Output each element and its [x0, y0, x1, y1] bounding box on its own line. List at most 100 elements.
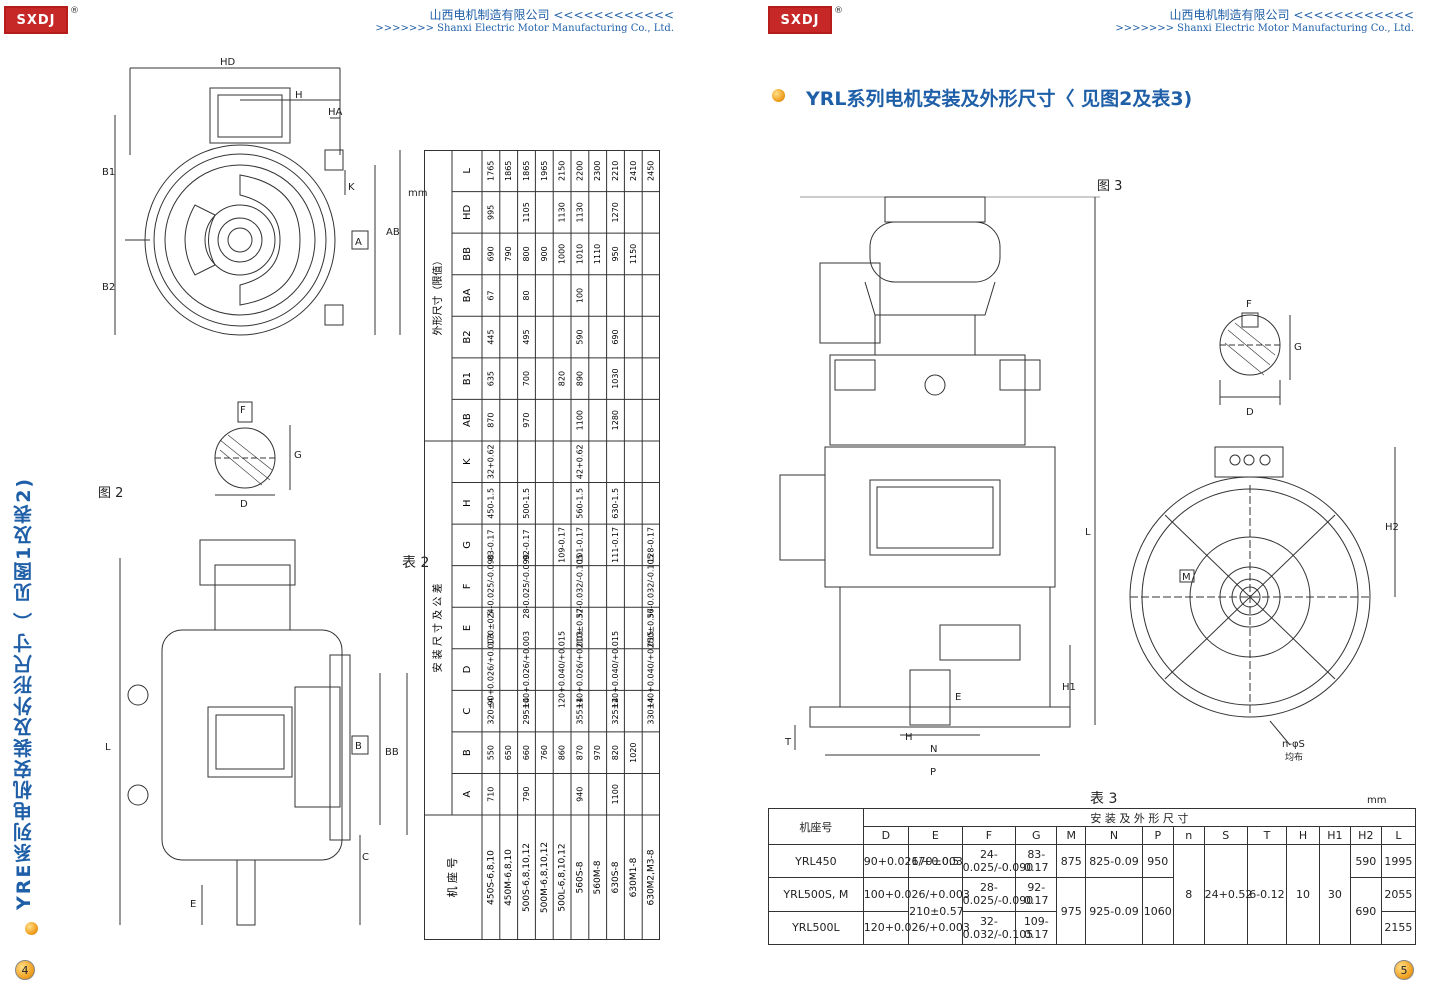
t3-cell: 975 [1056, 877, 1087, 945]
t2-col-header: E [462, 625, 473, 631]
t2-cell: 2300 [593, 161, 602, 181]
t3-col-header: G [1015, 826, 1058, 845]
t2-cell: 970 [593, 745, 602, 760]
t3-cell: 210±0.57 [908, 877, 964, 945]
page-number-right: 5 [1394, 960, 1414, 980]
t2-group-install: 安 装 尺 寸 及 公 差 [431, 583, 444, 672]
t2-cell: 1965 [540, 161, 549, 181]
t3-cell: 28-0.025/-0.090 [961, 877, 1033, 912]
t3-cell: YRL500S, M [768, 877, 864, 912]
yre-motor-drawing: HD H HA K B1 B2 A AB F G D L B BB C E [102, 57, 408, 926]
t2-cell: 1020 [629, 742, 638, 762]
t2-cell: 100 [575, 288, 584, 303]
t3-cell: 32-0.032/-0.105 [961, 910, 1033, 946]
t3-col-header: F [961, 826, 1017, 845]
t2-cell: 1150 [629, 244, 638, 264]
unit-left: mm [408, 188, 428, 199]
header-cn: 山西电机制造有限公司 <<<<<<<<<<<< [429, 8, 674, 22]
t2-cell: 2410 [629, 161, 638, 181]
t2-cell: 500-1.5 [522, 488, 531, 519]
t2-cell: 790 [522, 787, 531, 802]
t3-cell: 825-0.09 [1085, 843, 1143, 879]
t3-cell: 90+0.026/+0.003 [862, 843, 963, 879]
t2-cell: 32-0.032/-0.105 [575, 554, 584, 618]
t3-cell: 30 [1318, 844, 1351, 945]
t3-col-header: L [1380, 826, 1417, 845]
table-title-left: 表 2 [402, 555, 430, 571]
t2-cell: 860 [558, 745, 567, 760]
t2-cell: 700 [522, 371, 531, 386]
t2-cell: 210±0.57 [575, 608, 584, 648]
t3-col-header: T [1246, 826, 1288, 845]
t2-cell: 560M-8 [593, 860, 603, 894]
t3-cell: 875 [1056, 843, 1087, 879]
t2-cell: 450S-6,8,10 [486, 850, 496, 905]
t2-cell: 330±4 [647, 698, 656, 725]
t2-cell: 590 [575, 329, 584, 344]
dim-a: A [355, 237, 362, 248]
dim-h1: H1 [1062, 682, 1076, 693]
t3-col-header: E [908, 826, 963, 845]
t2-col-header: BA [462, 288, 473, 302]
t2-col-header: L [462, 168, 473, 174]
t2-cell: 325±4 [611, 698, 620, 725]
right-page-title: YRL系列电机安装及外形尺寸〈 见图2及表3) [806, 88, 1193, 110]
t3-cell: 925-0.09 [1085, 877, 1143, 945]
t2-col-header: K [462, 458, 473, 465]
registered-mark-right: ® [834, 6, 843, 16]
t2-cell: 250±0.57 [647, 608, 656, 648]
t2-cell: 28-0.025/-0.090 [522, 554, 531, 618]
t2-col-header: B [462, 749, 473, 756]
t2-cell: 1100 [575, 410, 584, 430]
t3-cell: 120+0.026/+0.003 [862, 910, 970, 946]
dim-f-right: F [1246, 299, 1252, 310]
t3-cell: 24+0.52 [1203, 844, 1252, 945]
dim-e-right: E [955, 692, 961, 703]
dim-ha: HA [328, 107, 343, 118]
dim-k: K [348, 182, 355, 193]
t2-cell: 550 [486, 745, 495, 760]
table-2-border [424, 150, 660, 940]
header-en-right: >>>>>>> Shanxi Electric Motor Manufactur… [1115, 23, 1414, 34]
dim-d-right: D [1246, 407, 1254, 418]
page-number-left: 4 [15, 960, 35, 980]
t2-cell: 660 [522, 745, 531, 760]
t2-col-header: D [462, 665, 473, 673]
t3-cell: 2155 [1380, 910, 1417, 946]
dim-p: P [930, 767, 936, 778]
t2-col-header: B1 [462, 372, 473, 385]
t3-cell: 100+0.026/+0.003 [862, 877, 970, 912]
dim-s-note: 均布 [1285, 751, 1303, 763]
dim-g: G [294, 450, 302, 461]
figure-label-left: 图 2 [98, 486, 124, 501]
header-company-right: 山西电机制造有限公司 <<<<<<<<<<<< >>>>>>> Shanxi E… [1080, 8, 1414, 36]
t2-col-header: HD [462, 204, 473, 220]
t2-cell: 995 [486, 205, 495, 220]
t2-cell: 970 [522, 413, 531, 428]
t3-cell: 10 [1286, 844, 1320, 945]
t3-cell: YRL450 [768, 843, 864, 879]
t3-cell: 6-0.12 [1246, 844, 1288, 945]
t3-cell: 109-0.17 [1015, 910, 1058, 946]
t2-cell: 1765 [486, 161, 495, 181]
t2-cell: 120+0.040/+0.015 [558, 631, 567, 708]
t2-cell: 1865 [522, 161, 531, 181]
t3-cell: 170±0.5 [908, 843, 963, 879]
t2-cell: 36-0.032/-0.105 [647, 554, 656, 618]
t3-cell: 590 [1349, 843, 1382, 879]
t2-col-header: F [462, 583, 473, 589]
t2-cell: 890 [575, 371, 584, 386]
t2-cell: 32+0.62 [486, 444, 495, 479]
t2-cell: 1280 [611, 410, 620, 430]
dim-m: M [1182, 572, 1191, 583]
t2-cell: 940 [575, 787, 584, 802]
t3-group-header: 安 装 及 外 形 尺 寸 [862, 808, 1417, 827]
dim-h2: H2 [1385, 522, 1399, 533]
t3-cell: 8 [1172, 844, 1205, 945]
yrl-motor-drawing: F G D L H1 H2 T H E N P M n-φS 均布 [779, 196, 1399, 778]
